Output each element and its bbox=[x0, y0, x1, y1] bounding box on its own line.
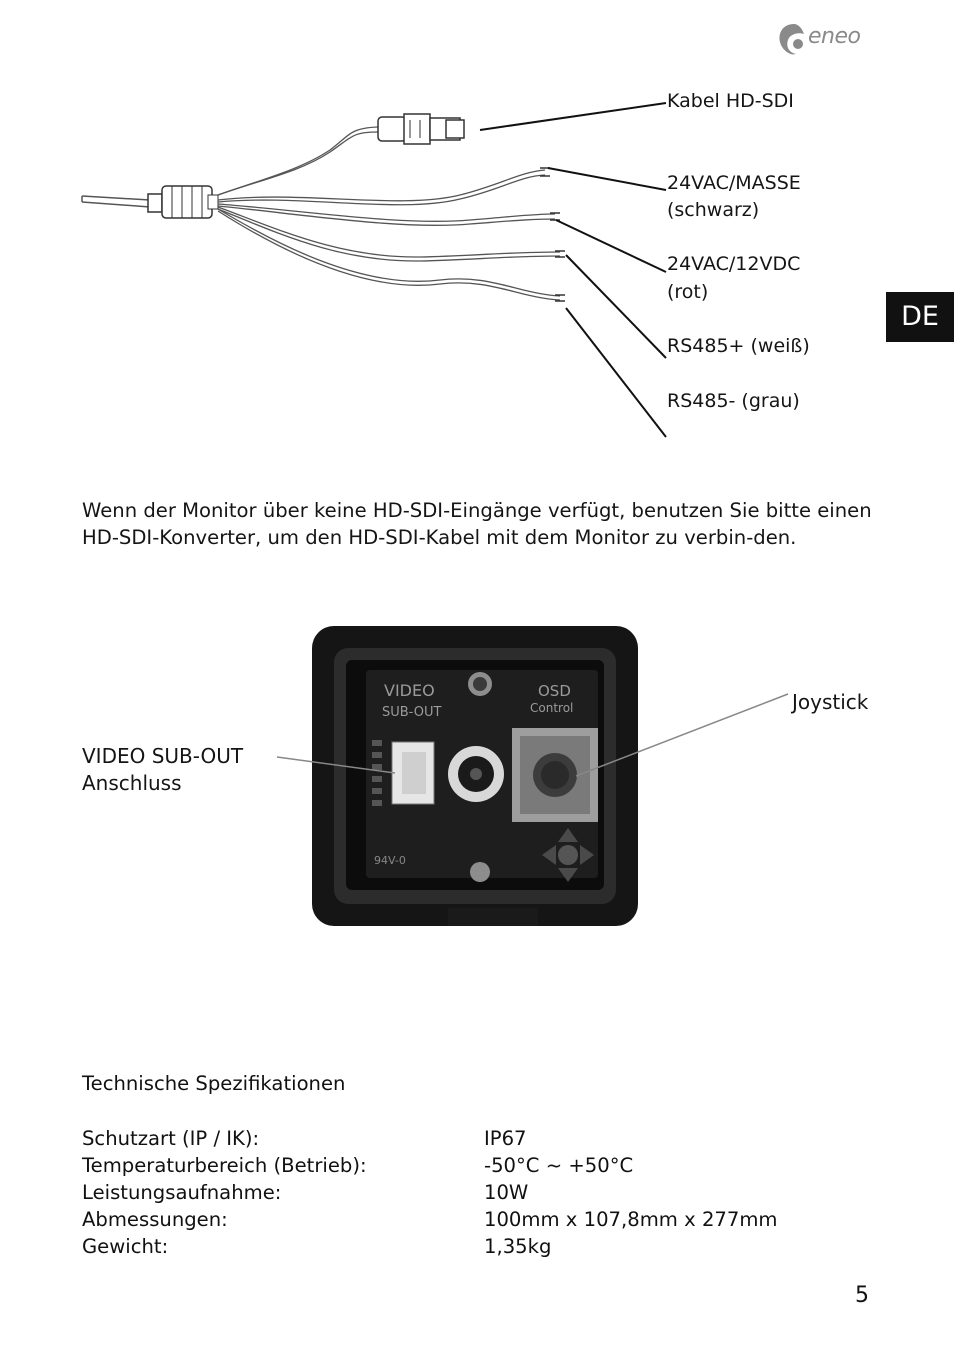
language-tab: DE bbox=[886, 292, 954, 342]
video-subout-sublabel: Anschluss bbox=[82, 771, 182, 795]
spec-key: Leistungsaufnahme: bbox=[82, 1181, 282, 1204]
hdsdi-cable-label: Kabel HD-SDI bbox=[667, 90, 794, 112]
brand-logo: eneo bbox=[774, 20, 884, 60]
spec-value: 10W bbox=[484, 1181, 529, 1204]
power-wire-color-label: (rot) bbox=[667, 281, 709, 303]
spec-row: Abmessungen: 100mm x 107,8mm x 277mm bbox=[82, 1206, 842, 1233]
spec-value: IP67 bbox=[484, 1127, 527, 1150]
video-subout-label: VIDEO SUB-OUT bbox=[82, 744, 244, 768]
spec-row: Gewicht: 1,35kg bbox=[82, 1233, 842, 1260]
spec-key: Gewicht: bbox=[82, 1235, 169, 1258]
specs-title: Technische Spezifikationen bbox=[82, 1072, 346, 1095]
spec-key: Temperaturbereich (Betrieb): bbox=[82, 1154, 367, 1177]
silk-osd-text: OSD bbox=[538, 682, 571, 700]
cable-diagram bbox=[81, 102, 667, 438]
silk-control-text: Control bbox=[530, 701, 573, 715]
silk-video-text: VIDEO bbox=[384, 681, 435, 700]
silk-marking-text: 94V-0 bbox=[374, 854, 406, 867]
gnd-wire-color-label: (schwarz) bbox=[667, 199, 760, 221]
power-wire-label: 24VAC/12VDC bbox=[667, 253, 801, 275]
spec-value: 1,35kg bbox=[484, 1235, 552, 1258]
silk-subout-text: SUB-OUT bbox=[382, 705, 441, 720]
spec-value: -50°C ~ +50°C bbox=[484, 1154, 634, 1177]
spec-key: Schutzart (IP / IK): bbox=[82, 1127, 260, 1150]
joystick-label: Joystick bbox=[792, 690, 869, 714]
brand-swirl-icon bbox=[779, 24, 804, 55]
spec-row: Temperaturbereich (Betrieb): -50°C ~ +50… bbox=[82, 1152, 842, 1179]
spec-row: Schutzart (IP / IK): IP67 bbox=[82, 1125, 842, 1152]
page-number: 5 bbox=[855, 1283, 869, 1308]
rs485-plus-label: RS485+ (weiß) bbox=[667, 335, 810, 357]
brand-name: eneo bbox=[808, 24, 861, 49]
spec-row: Leistungsaufnahme: 10W bbox=[82, 1179, 842, 1206]
rs485-minus-label: RS485- (grau) bbox=[667, 390, 800, 412]
converter-note: Wenn der Monitor über keine HD-SDI-Eingä… bbox=[82, 499, 872, 549]
gnd-wire-label: 24VAC/MASSE bbox=[667, 172, 801, 194]
spec-value: 100mm x 107,8mm x 277mm bbox=[484, 1208, 778, 1231]
spec-key: Abmessungen: bbox=[82, 1208, 228, 1231]
